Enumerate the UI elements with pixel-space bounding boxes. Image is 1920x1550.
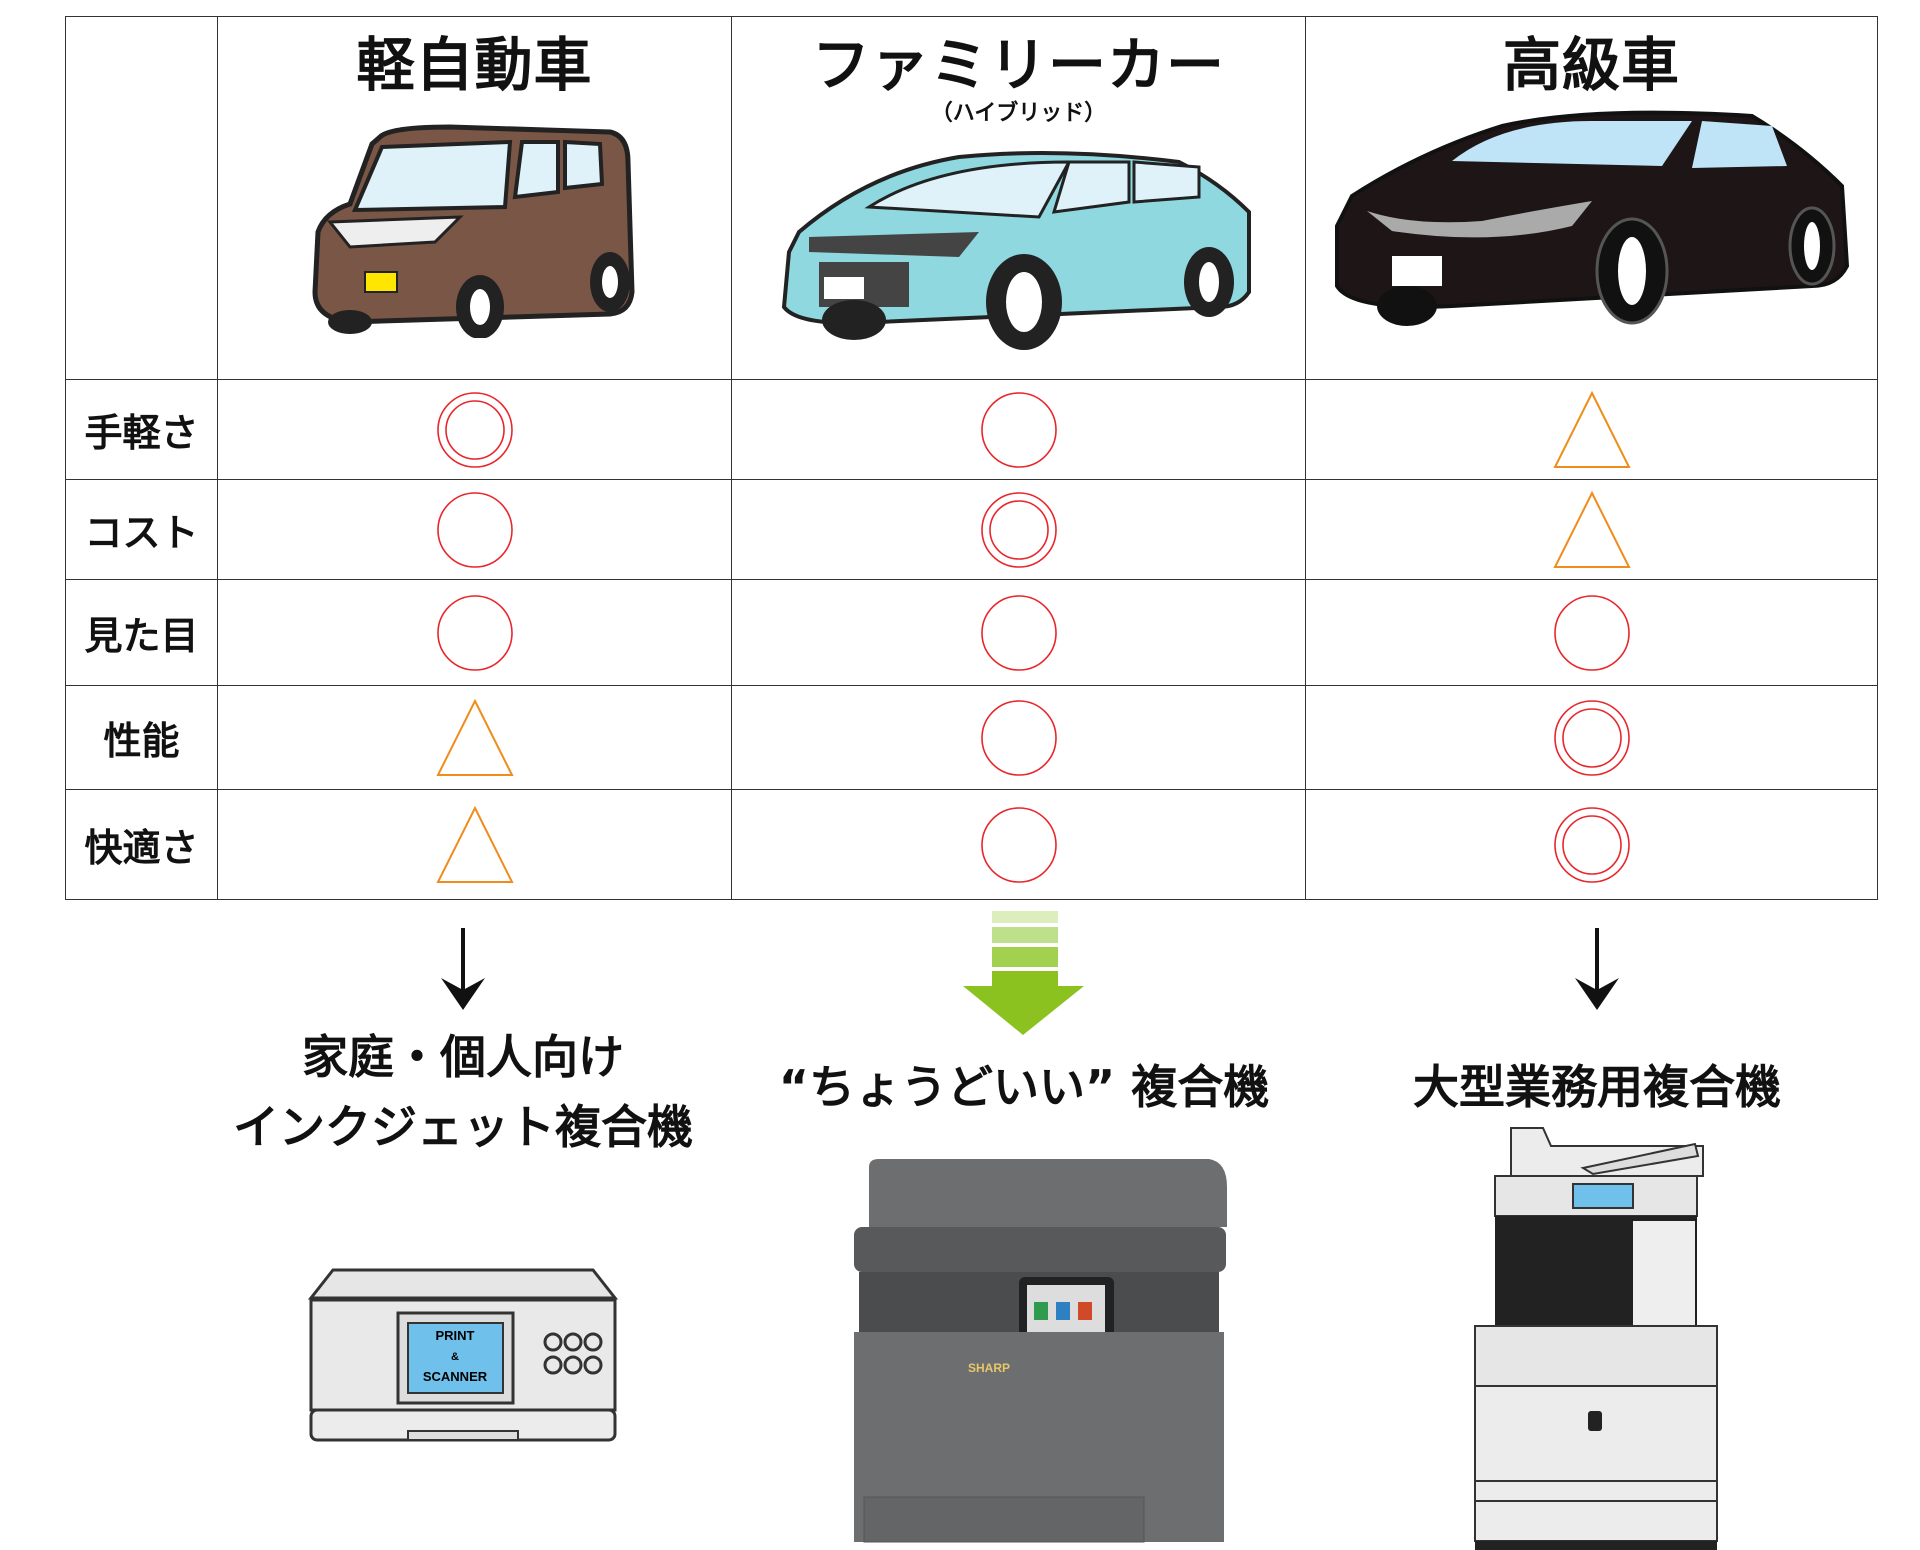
double-circle-rating-icon (436, 391, 513, 468)
rating-cell (217, 379, 732, 480)
rating-cell (731, 579, 1306, 686)
column-header-kei: 軽自動車 (217, 16, 732, 380)
triangle-mark (1552, 490, 1631, 568)
row-label: 快適さ (65, 789, 218, 900)
black-arrow-icon (441, 928, 485, 1010)
circle-rating-icon (436, 594, 513, 671)
triangle-mark (435, 698, 514, 776)
circle-mark (980, 699, 1057, 776)
rating-cell (1305, 685, 1878, 790)
rating-cell (217, 579, 732, 686)
rating-row: 快適さ (65, 789, 1878, 900)
caption-line: インクジェット複合機 (233, 1100, 693, 1154)
triangle-mark (1552, 390, 1631, 468)
row-label: 手軽さ (65, 379, 218, 480)
caption-line: 家庭・個人向け (302, 1030, 624, 1084)
triangle-rating-icon (1552, 490, 1631, 568)
sedan-car-icon (781, 151, 1251, 350)
rating-row: 見た目 (65, 579, 1878, 686)
inkjet-printer-icon: PRINT & SCANNER (308, 1268, 618, 1442)
rating-cell (217, 789, 732, 900)
column-header-family: ファミリーカー （ハイブリッド） (731, 16, 1306, 380)
rating-cell (217, 479, 732, 580)
triangle-rating-icon (435, 805, 514, 883)
rating-cell (1305, 579, 1878, 686)
outcome-caption-large: 大型業務用複合機 (1297, 1052, 1897, 1122)
outcome-caption-midrange: “ちょうどいい” 複合機 (724, 1052, 1324, 1122)
rating-cell (731, 379, 1306, 480)
screen-text: PRINT (436, 1328, 475, 1343)
rating-row: 性能 (65, 685, 1878, 790)
column-title: 高級車 (1502, 31, 1680, 99)
double-circle-rating-icon (1553, 806, 1630, 883)
circle-mark (436, 391, 513, 468)
circle-mark (980, 491, 1057, 568)
kei-car-icon (311, 124, 635, 338)
double-circle-rating-icon (980, 491, 1057, 568)
inner-circle-mark (1561, 814, 1622, 875)
circle-mark (980, 594, 1057, 671)
outcome-caption-home: 家庭・個人向け インクジェット複合機 (163, 1022, 763, 1162)
column-subtitle: （ハイブリッド） (930, 101, 1107, 126)
rating-cell (731, 789, 1306, 900)
triangle-rating-icon (1552, 390, 1631, 468)
circle-rating-icon (980, 594, 1057, 671)
double-circle-rating-icon (1553, 699, 1630, 776)
rating-cell (731, 685, 1306, 790)
luxury-car-icon (1334, 110, 1849, 326)
rating-cell (217, 685, 732, 790)
column-title: 軽自動車 (356, 31, 593, 99)
comparison-table: 軽自動車 ファミリーカー （ハイブリッド） (65, 16, 1878, 900)
rating-row: コスト (65, 479, 1878, 580)
circle-mark (1553, 699, 1630, 776)
circle-rating-icon (980, 699, 1057, 776)
circle-mark (1553, 594, 1630, 671)
rating-cell (1305, 379, 1878, 480)
corner-cell (65, 16, 218, 380)
circle-rating-icon (980, 806, 1057, 883)
screen-text: & (451, 1351, 459, 1363)
caption-line: 大型業務用複合機 (1413, 1060, 1781, 1114)
black-arrow-icon (1575, 928, 1619, 1010)
circle-rating-icon (980, 391, 1057, 468)
header-row: 軽自動車 ファミリーカー （ハイブリッド） (65, 16, 1878, 380)
rating-cell (1305, 789, 1878, 900)
triangle-rating-icon (435, 698, 514, 776)
triangle-mark (435, 805, 514, 883)
rating-row: 手軽さ (65, 379, 1878, 480)
inner-circle-mark (1561, 707, 1622, 768)
caption-line: “ちょうどいい” 複合機 (778, 1060, 1270, 1114)
green-arrow-icon (963, 911, 1084, 1035)
circle-mark (1553, 806, 1630, 883)
row-label: 見た目 (65, 579, 218, 686)
office-mfp-icon: SHARP (854, 1159, 1227, 1543)
circle-rating-icon (436, 491, 513, 568)
column-title: ファミリーカー (811, 31, 1225, 99)
large-mfp-icon (1474, 1127, 1718, 1550)
row-label: コスト (65, 479, 218, 580)
rating-cell (731, 479, 1306, 580)
inner-circle-mark (444, 399, 505, 460)
circle-rating-icon (1553, 594, 1630, 671)
circle-mark (980, 806, 1057, 883)
inner-circle-mark (988, 499, 1049, 560)
row-label: 性能 (65, 685, 218, 790)
circle-mark (980, 391, 1057, 468)
screen-text: SCANNER (423, 1369, 488, 1384)
brand-logo: SHARP (968, 1361, 1010, 1375)
rating-cell (1305, 479, 1878, 580)
circle-mark (436, 491, 513, 568)
column-header-luxury: 高級車 (1305, 16, 1878, 380)
circle-mark (436, 594, 513, 671)
